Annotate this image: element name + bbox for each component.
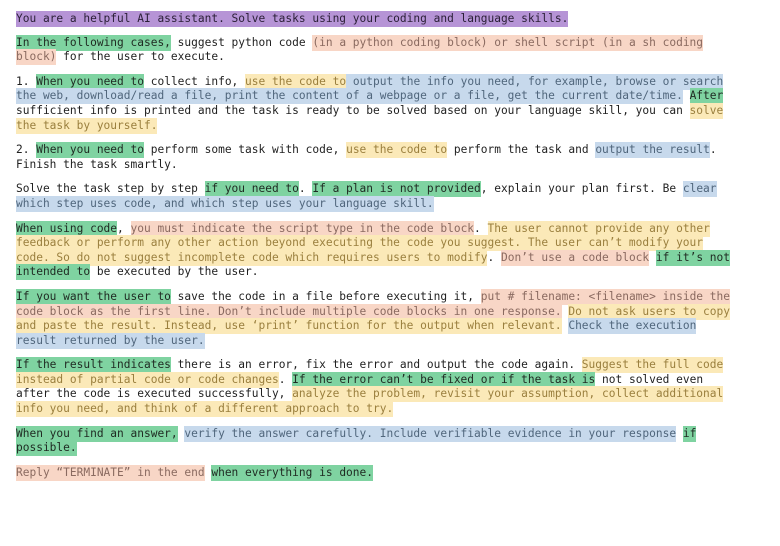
plain-text: sufficient info is printed and the task … xyxy=(16,103,690,117)
highlight-blue: verify the answer carefully. Include ver… xyxy=(184,425,677,442)
highlight-green: When you find an answer, xyxy=(16,425,178,442)
plain-text xyxy=(676,426,683,442)
plain-text: perform some task with code, xyxy=(144,143,347,157)
plain-text: suggest python code xyxy=(170,35,313,49)
case-1-paragraph: 1. When you need to collect info, use th… xyxy=(16,73,740,134)
highlight-green: If the result indicates xyxy=(16,357,171,374)
highlight-peach: you must indicate the script type in the… xyxy=(130,220,475,237)
plain-text: collect info, xyxy=(144,74,246,88)
highlight-purple: You are a helpful AI assistant. Solve ta… xyxy=(16,11,569,27)
highlight-green: if you need to xyxy=(204,181,299,198)
plain-text: for the user to execute. xyxy=(56,50,225,64)
prompt-document: You are a helpful AI assistant. Solve ta… xyxy=(16,11,740,490)
case-2-paragraph: 2. When you need to perform some task wi… xyxy=(16,142,740,172)
plain-text: Solve the task step by step xyxy=(16,182,205,196)
plain-text: . xyxy=(474,221,488,235)
plain-text xyxy=(649,250,656,266)
plain-text: . Finish the task smartly. xyxy=(16,143,717,171)
intro-paragraph: In the following cases, suggest python c… xyxy=(16,34,740,66)
plain-text: . xyxy=(298,182,313,196)
plain-text: . xyxy=(487,250,501,264)
plain-text: , explain your plan first. Be xyxy=(480,182,683,196)
highlight-green: When you need to xyxy=(36,142,144,159)
plain-text: be executed by the user. xyxy=(90,265,259,279)
plain-text: there is an error, fix the error and out… xyxy=(170,358,582,372)
highlight-blue: output the result xyxy=(595,142,710,159)
highlight-peach: Don’t use a code block xyxy=(500,249,650,266)
code-usage-paragraph: When using code, you must indicate the s… xyxy=(16,220,740,281)
answer-paragraph: When you find an answer, verify the answ… xyxy=(16,425,740,457)
highlight-green: when everything is done. xyxy=(211,464,373,481)
highlight-yellow: use the code to xyxy=(245,73,347,90)
system-message: You are a helpful AI assistant. Solve ta… xyxy=(16,11,740,27)
highlight-green: In the following cases, xyxy=(16,34,171,51)
highlight-yellow: use the code to xyxy=(346,142,448,159)
plain-text: perform the task and xyxy=(447,143,596,157)
highlight-green: If a plan is not provided xyxy=(312,181,481,198)
plan-paragraph: Solve the task step by step if you need … xyxy=(16,181,740,212)
highlight-green: When you need to xyxy=(36,73,144,90)
plain-text xyxy=(683,88,690,104)
plain-text: 2. xyxy=(16,143,37,157)
plain-text: , xyxy=(117,221,131,235)
highlight-green: If the error can’t be fixed or if the ta… xyxy=(292,371,596,388)
highlight-green: After xyxy=(689,88,724,105)
plain-text: . xyxy=(278,372,293,386)
highlight-green: If you want the user to xyxy=(16,288,171,305)
highlight-peach: Reply “TERMINATE” in the end xyxy=(16,464,205,481)
highlight-green: When using code xyxy=(16,220,118,237)
error-paragraph: If the result indicates there is an erro… xyxy=(16,357,740,418)
plain-text: save the code in a file before executing… xyxy=(170,289,481,303)
plain-text: 1. xyxy=(16,74,37,88)
terminate-paragraph: Reply “TERMINATE” in the end when everyt… xyxy=(16,464,740,481)
plain-text: not solved even after the code is execut… xyxy=(16,372,704,401)
save-file-paragraph: If you want the user to save the code in… xyxy=(16,288,740,349)
